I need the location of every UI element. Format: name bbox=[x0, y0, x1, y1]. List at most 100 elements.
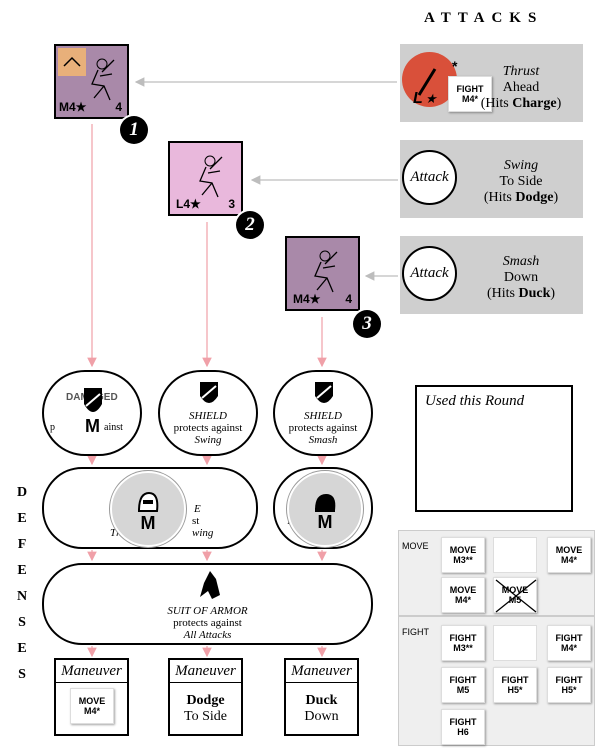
defense-damaged[interactable]: DAMAGED p ainst M bbox=[42, 370, 142, 456]
attack-hits: (Hits Charge) bbox=[480, 96, 562, 111]
thrust-star: * bbox=[452, 58, 458, 74]
shield-icon bbox=[200, 382, 218, 403]
chit-bot-label: H5* bbox=[507, 685, 523, 695]
chit-bot-label: M4* bbox=[461, 94, 478, 104]
thrust-attack-chit[interactable]: L ★ bbox=[402, 52, 457, 107]
empty-slot[interactable] bbox=[493, 537, 537, 573]
fight-chit[interactable]: FIGHT H5* bbox=[493, 667, 537, 703]
attack-hits: (Hits Duck) bbox=[486, 286, 556, 301]
attack-panel-swing[interactable]: Attack Swing To Side (Hits Dodge) bbox=[400, 140, 583, 218]
smash-attack-circle[interactable]: Attack bbox=[402, 246, 457, 301]
damaged-frag2: ainst bbox=[104, 422, 123, 433]
svg-text:★: ★ bbox=[425, 91, 438, 105]
fight-chit[interactable]: FIGHT M5 bbox=[441, 667, 485, 703]
shield-sub: Swing bbox=[194, 434, 222, 446]
combat-counter-3[interactable]: M4★ 4 3 bbox=[285, 236, 381, 338]
maneuver-sub: Down bbox=[304, 709, 339, 724]
shield-icon bbox=[315, 382, 333, 403]
fight-chit[interactable]: FIGHT H6 bbox=[441, 709, 485, 745]
chit-bot-label: M4* bbox=[560, 555, 577, 565]
helmet-frag3: Th bbox=[110, 527, 122, 539]
combat-counter-2[interactable]: L4★ 3 2 bbox=[168, 141, 264, 239]
shield-icon bbox=[84, 388, 102, 412]
shield-line: protects against bbox=[173, 422, 243, 434]
chit-top-label: FIGHT bbox=[449, 633, 477, 643]
move-chit[interactable]: MOVE M4* bbox=[441, 577, 485, 613]
chit-top-label: MOVE bbox=[501, 585, 529, 595]
helmet-frag2: st bbox=[192, 515, 200, 527]
combat-counter-1[interactable]: M4★ 4 1 bbox=[54, 44, 148, 144]
shield-title: SHIELD bbox=[304, 410, 342, 422]
chit-top-label: MOVE bbox=[555, 545, 583, 555]
defense-shield-swing[interactable]: SHIELD protects against Swing bbox=[158, 370, 258, 456]
helmet-frag4: wing bbox=[192, 527, 214, 539]
chit-top-label: MOVE bbox=[78, 696, 106, 706]
damaged-frag1: p bbox=[50, 422, 55, 433]
shield-title: SHIELD bbox=[189, 410, 227, 422]
maneuver-value: Duck bbox=[305, 693, 338, 708]
defense-suit-of-armor[interactable]: SUIT OF ARMOR protects against All Attac… bbox=[42, 563, 373, 645]
move-panel: MOVE MOVE M3** MOVE M4* MOVE M4* MOVE M5 bbox=[398, 530, 595, 616]
thrust-letter: L bbox=[413, 90, 423, 105]
helmet-right-m: M bbox=[317, 512, 333, 532]
counter-badge: 3 bbox=[353, 310, 381, 338]
counter-value: M4★ bbox=[59, 100, 87, 114]
attack-panel-thrust[interactable]: L ★ * FIGHT M4* Thrust Ahead (Hits Charg… bbox=[400, 44, 583, 122]
maneuver-box-1[interactable]: Maneuver e MOVE M4* bbox=[54, 658, 129, 736]
chit-bot-label: M5 bbox=[508, 595, 522, 605]
chit-top-label: FIGHT bbox=[449, 717, 477, 727]
defense-helmet-right[interactable]: F M bbox=[273, 467, 373, 549]
counter-num: 4 bbox=[345, 292, 352, 306]
caret-up-icon bbox=[58, 48, 86, 76]
damaged-m: M bbox=[85, 416, 100, 436]
fight-chit[interactable]: FIGHT H5* bbox=[547, 667, 591, 703]
helmet-chit[interactable]: M bbox=[110, 471, 186, 547]
chit-top-label: MOVE bbox=[449, 585, 477, 595]
attack-name: Thrust bbox=[502, 64, 540, 79]
move-chit[interactable]: MOVE M4* bbox=[547, 537, 591, 573]
chit-top-label: FIGHT bbox=[456, 84, 484, 94]
move-chit[interactable]: MOVE M3** bbox=[441, 537, 485, 573]
used-this-round-box[interactable]: Used this Round bbox=[415, 385, 573, 512]
move-panel-label: MOVE bbox=[402, 541, 429, 551]
defense-helmet[interactable]: E st Th wing M bbox=[42, 467, 258, 549]
warrior-icon bbox=[314, 250, 338, 293]
maneuver-value: Dodge bbox=[186, 693, 225, 708]
attack-direction: Ahead bbox=[502, 80, 540, 95]
chit-top-label: MOVE bbox=[449, 545, 477, 555]
defense-shield-smash[interactable]: SHIELD protects against Smash bbox=[273, 370, 373, 456]
empty-slot[interactable] bbox=[493, 625, 537, 661]
fight-chit[interactable]: FIGHT M4* bbox=[448, 76, 492, 112]
fight-chit[interactable]: FIGHT M3** bbox=[441, 625, 485, 661]
warrior-icon bbox=[91, 58, 115, 101]
used-title: Used this Round bbox=[425, 393, 525, 409]
chit-top-label: FIGHT bbox=[555, 633, 583, 643]
attack-direction: To Side bbox=[499, 174, 543, 189]
shield-sub: Smash bbox=[308, 434, 338, 446]
chit-bot-label: M4* bbox=[454, 595, 471, 605]
attack-name: Swing bbox=[503, 158, 539, 173]
helmet-frag1: E bbox=[194, 503, 201, 515]
counter-num: 4 bbox=[115, 100, 122, 114]
maneuver-box-dodge[interactable]: Maneuver Dodge To Side bbox=[168, 658, 243, 736]
chit-bot-label: M5 bbox=[456, 685, 470, 695]
armor-icon bbox=[200, 571, 220, 599]
chit-bot-label: M3** bbox=[453, 555, 473, 565]
counter-num: 3 bbox=[228, 197, 235, 211]
maneuver-box-duck[interactable]: Maneuver Duck Down bbox=[284, 658, 359, 736]
chit-top-label: FIGHT bbox=[555, 675, 583, 685]
move-chit-crossed[interactable]: MOVE M5 bbox=[493, 577, 537, 613]
counter-value: M4★ bbox=[293, 292, 321, 306]
maneuver-head: Maneuver bbox=[170, 660, 241, 683]
attack-panel-smash[interactable]: Attack Smash Down (Hits Duck) bbox=[400, 236, 583, 314]
move-chit[interactable]: MOVE M4* bbox=[70, 688, 114, 724]
armor-sub: All Attacks bbox=[183, 629, 232, 641]
shield-line: protects against bbox=[288, 422, 358, 434]
counter-badge: 1 bbox=[120, 116, 148, 144]
attack-name: Smash bbox=[502, 254, 540, 269]
cross-out-icon bbox=[495, 579, 537, 613]
helmet-chit-right[interactable]: M bbox=[287, 471, 363, 547]
fight-chit[interactable]: FIGHT M4* bbox=[547, 625, 591, 661]
swing-attack-circle[interactable]: Attack bbox=[402, 150, 457, 205]
chit-bot-label: M4* bbox=[560, 643, 577, 653]
